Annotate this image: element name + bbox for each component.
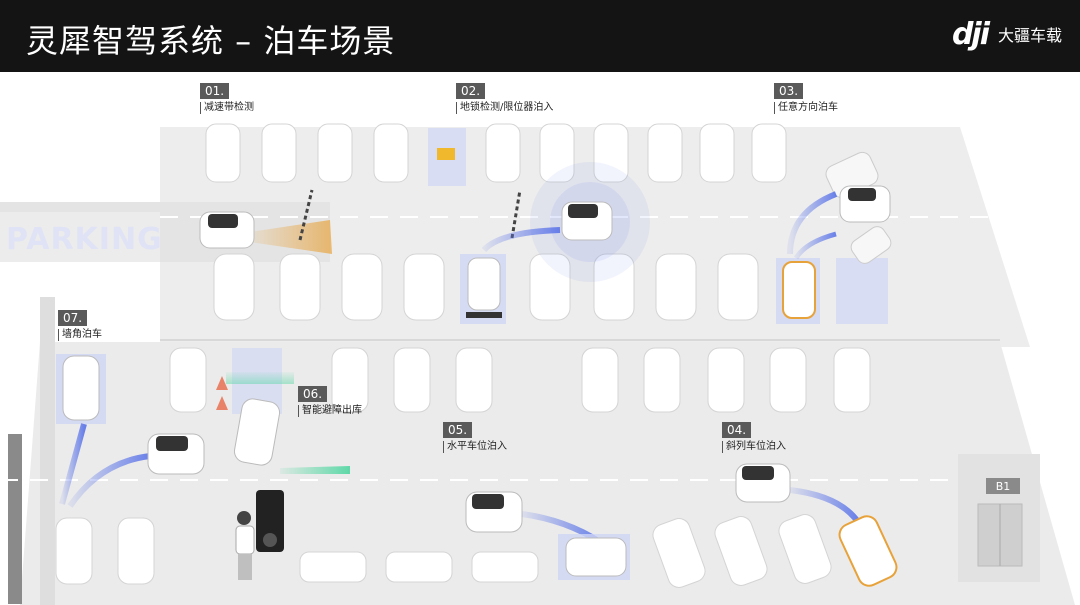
scenario-07-label: 07. 墙角泊车	[58, 307, 102, 341]
bottom-row-cars	[55, 517, 539, 585]
car-obstacle-exit	[233, 398, 281, 466]
scenario-number: 06.	[298, 386, 328, 402]
elevator-label: B1	[995, 480, 1011, 493]
phone-icon	[256, 490, 284, 552]
radar-cone	[250, 220, 332, 254]
brand-name: 大疆车载	[997, 26, 1062, 45]
scenario-number: 02.	[456, 83, 486, 99]
row-2-cars	[213, 253, 759, 321]
scenario-02-label: 02. 地锁检测/限位器泊入	[456, 80, 553, 114]
scenario-05-label: 05. 水平车位泊入	[443, 419, 507, 453]
dji-logo-mark: dji	[951, 16, 990, 52]
scenario-text: 墙角泊车	[58, 329, 102, 341]
lower-row-1-cars	[169, 347, 871, 413]
scenario-01-label: 01. 减速带检测	[200, 80, 254, 114]
car-corner	[62, 355, 100, 421]
scenario-number: 03.	[774, 83, 804, 99]
scenario-number: 07.	[58, 310, 88, 326]
scenario-text: 智能避障出库	[298, 405, 362, 417]
scenario-04-label: 04. 斜列车位泊入	[722, 419, 786, 453]
scenario-text: 水平车位泊入	[443, 441, 507, 453]
left-wall	[40, 297, 55, 605]
scenario-text: 地锁检测/限位器泊入	[456, 102, 553, 114]
scenario-text: 斜列车位泊入	[722, 441, 786, 453]
parking-illustration	[0, 123, 1075, 605]
scenario-03-label: 03. 任意方向泊车	[774, 80, 838, 114]
page-title: 灵犀智驾系统 – 泊车场景	[26, 22, 396, 60]
scenario-number: 05.	[443, 422, 473, 438]
header-bar: 灵犀智驾系统 – 泊车场景 dji 大疆车载	[0, 0, 1080, 72]
parking-scene: PARKING B1 01. 减速带检测 02. 地锁检测/限位器泊入 03. …	[0, 72, 1080, 605]
brand-logo: dji 大疆车载	[951, 16, 1062, 52]
row-1-cars	[205, 123, 787, 183]
car-limiter-bay	[467, 257, 501, 311]
parking-watermark: PARKING	[6, 222, 163, 257]
wall-pillar	[8, 434, 22, 604]
scenario-text: 任意方向泊车	[774, 102, 838, 114]
scenario-number: 01.	[200, 83, 230, 99]
scenario-06-label: 06. 智能避障出库	[298, 383, 362, 417]
scenario-number: 04.	[722, 422, 752, 438]
scenario-text: 减速带检测	[200, 102, 254, 114]
ground-lock-icon	[437, 148, 455, 160]
car-any-direction	[782, 261, 816, 319]
